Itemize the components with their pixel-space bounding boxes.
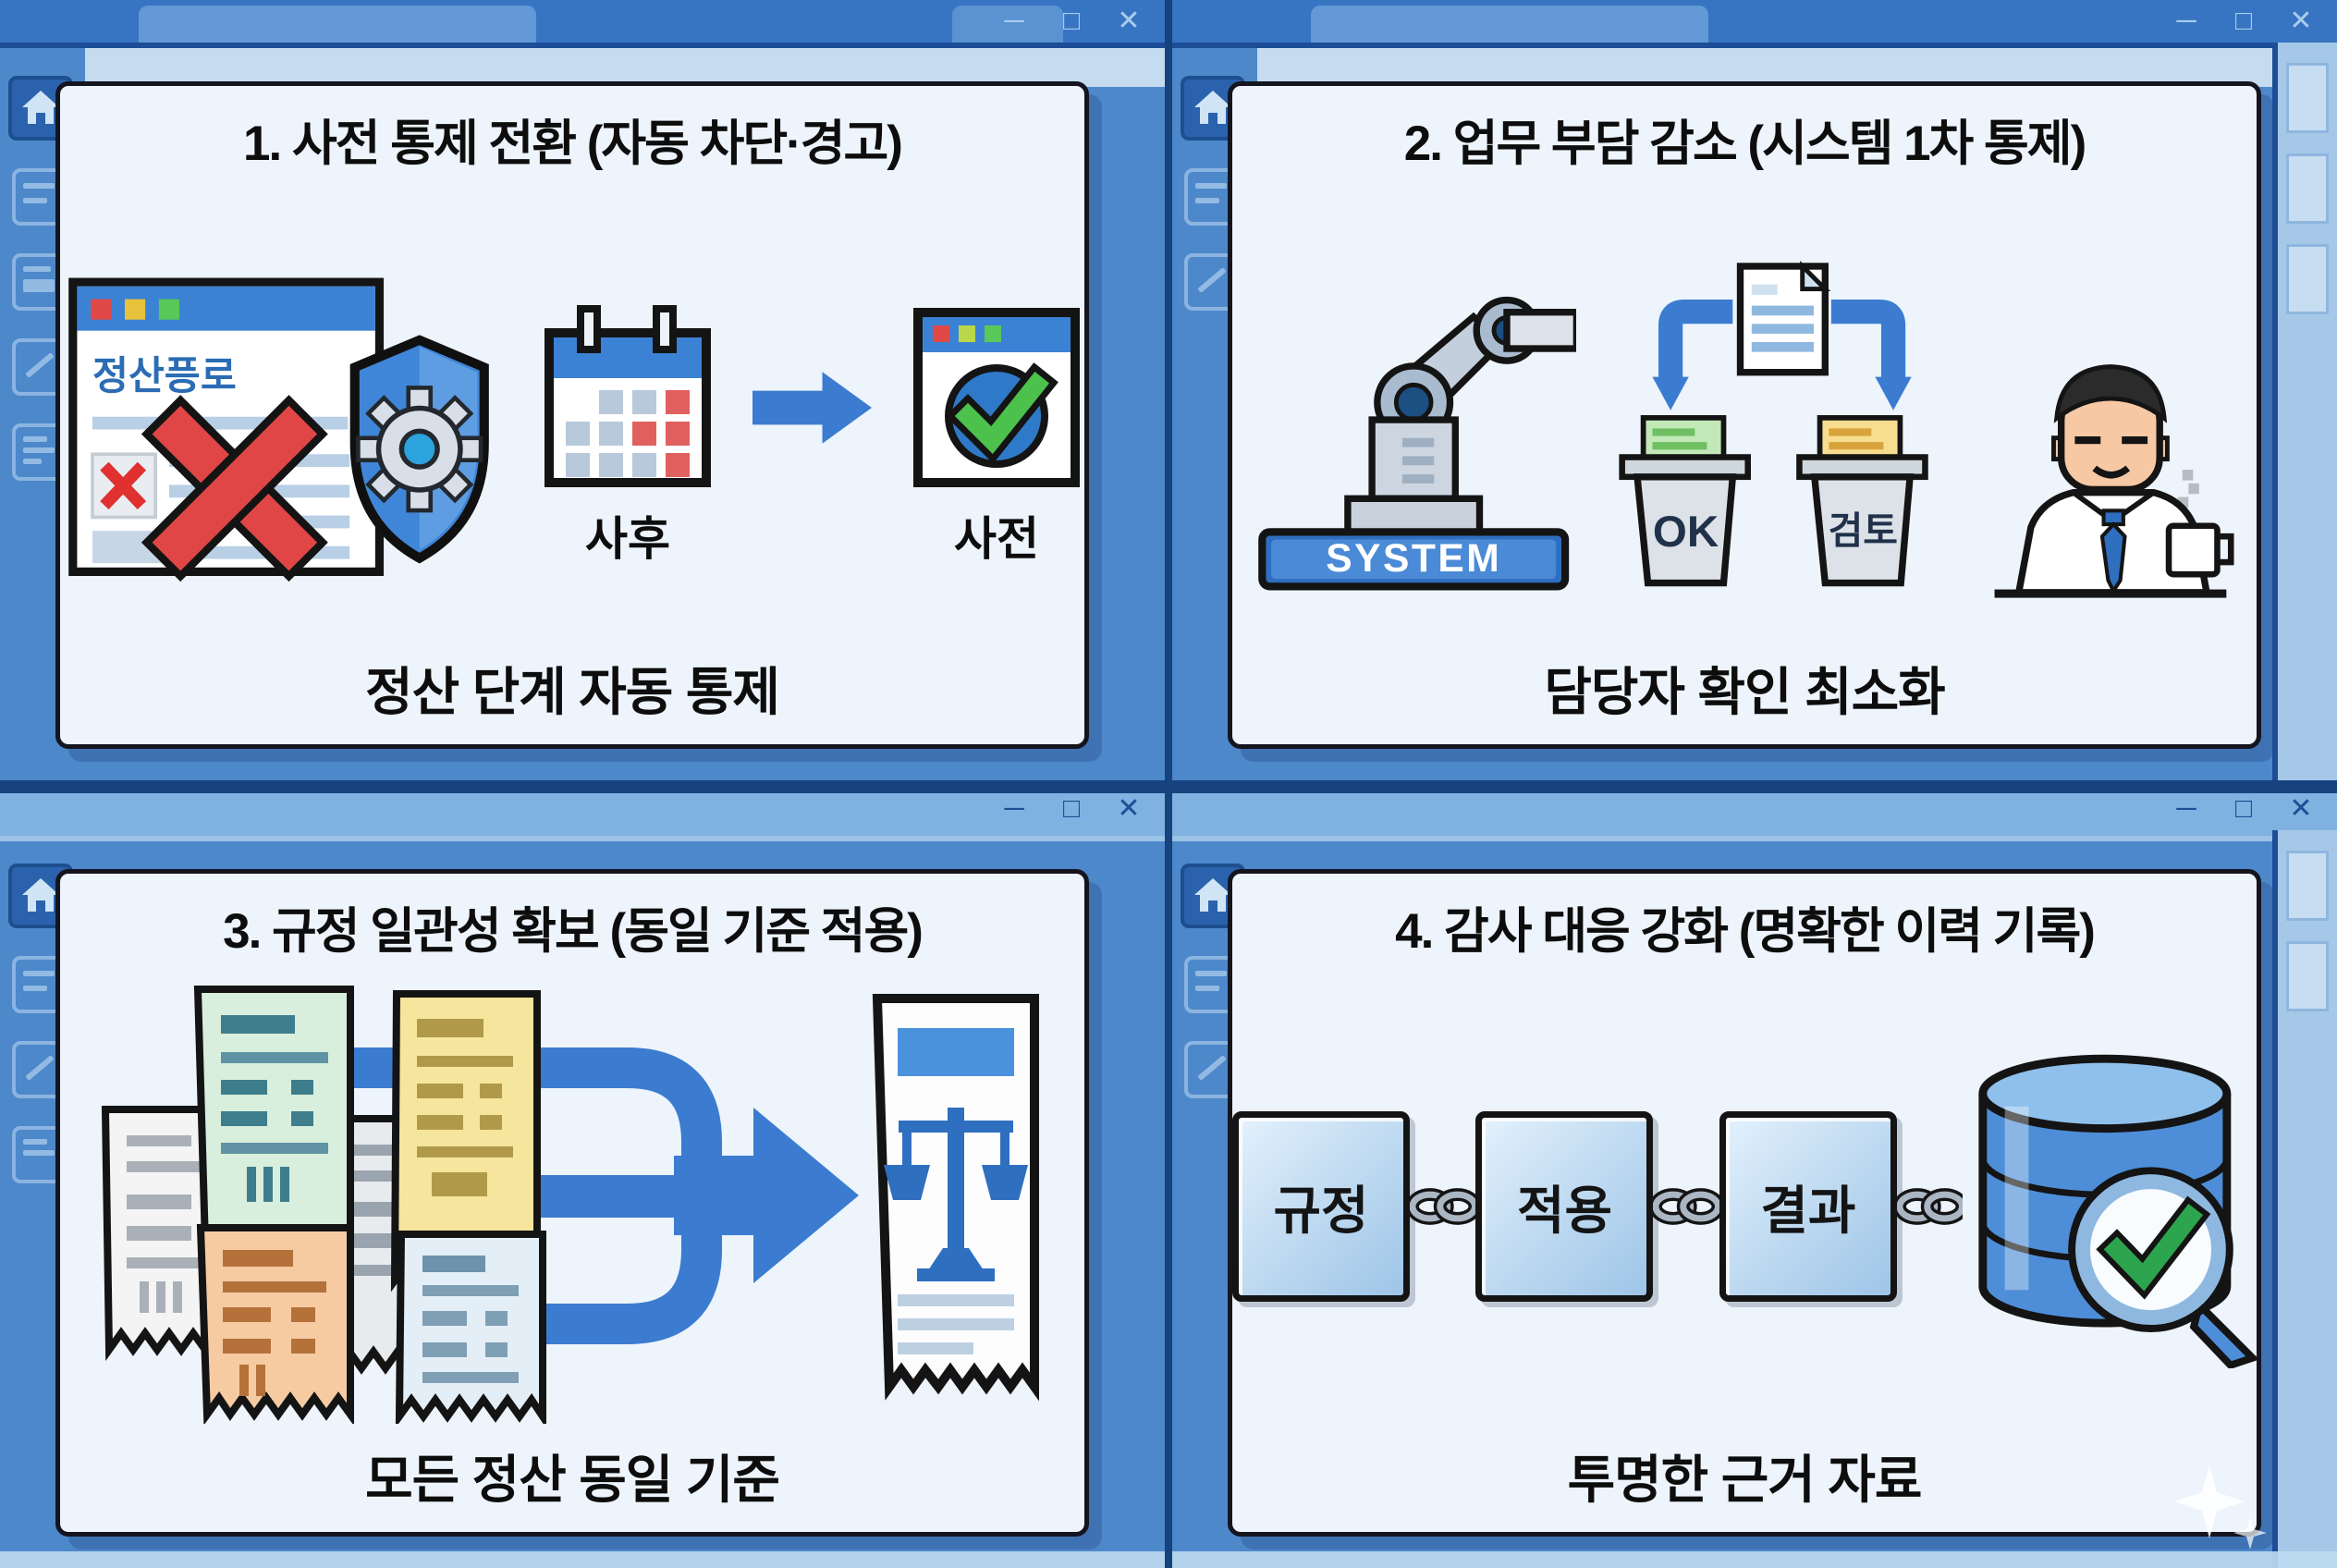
- svg-text:OK: OK: [1653, 508, 1719, 557]
- approved-window-icon: [913, 307, 1080, 487]
- card-3-title: 3. 규정 일관성 확보 (동일 기준 적용): [223, 904, 924, 959]
- receipt-orange-icon: [196, 1224, 354, 1424]
- titlebar: [1172, 788, 2337, 841]
- card-1: 1. 사전 통제 전환 (자동 차단·경고) 정산픙로: [55, 81, 1089, 749]
- chain-link-icon: [1653, 1188, 1719, 1225]
- window-controls: ─ □ ✕: [2169, 5, 2319, 38]
- chain-box-apply: 적용: [1475, 1111, 1654, 1302]
- taskbar-strip: [0, 1551, 1165, 1568]
- chain-link-icon: [1410, 1188, 1476, 1225]
- after-label: 사전: [954, 512, 1039, 565]
- card-2-caption: 담당자 확인 최소화: [1544, 663, 1945, 721]
- relaxed-worker-icon: [1994, 364, 2234, 598]
- window-controls: ─ □ ✕: [997, 5, 1146, 38]
- svg-text:SYSTEM: SYSTEM: [1326, 536, 1501, 581]
- svg-text:검토: 검토: [1829, 509, 1898, 552]
- close-button[interactable]: ✕: [1117, 6, 1141, 36]
- chain-link-icon: [1896, 1188, 1964, 1225]
- home-icon[interactable]: [8, 864, 73, 928]
- svg-text:정산픙로: 정산픙로: [92, 354, 237, 398]
- blocked-settlement-window-icon: 정산픙로: [68, 277, 489, 582]
- minimize-button[interactable]: ─: [2176, 793, 2196, 824]
- arrow-right-icon: [752, 372, 872, 444]
- robot-arm-icon: SYSTEM: [1258, 296, 1577, 591]
- chain-box-result: 결과: [1719, 1111, 1897, 1302]
- chain-box-rule: 규정: [1232, 1111, 1410, 1302]
- card-2-title: 2. 업무 부담 감소 (시스템 1차 통제): [1403, 116, 2086, 171]
- maximize-button[interactable]: □: [1062, 6, 1081, 36]
- close-button[interactable]: ✕: [2289, 793, 2313, 824]
- window-tab: [139, 6, 536, 43]
- card-3: 3. 규정 일관성 확보 (동일 기준 적용): [55, 869, 1089, 1537]
- window-panel-2: ─ □ ✕ 2. 업무 부담 감소 (시스템 1차 통제): [1172, 0, 2337, 780]
- titlebar: [1172, 0, 2337, 48]
- scrollbar[interactable]: [2272, 830, 2337, 1568]
- titlebar: [0, 0, 1165, 48]
- scrollbar[interactable]: [2272, 43, 2337, 780]
- maximize-button[interactable]: □: [2234, 6, 2253, 36]
- card-4-title: 4. 감사 대응 강화 (명확한 이력 기록): [1395, 904, 2096, 959]
- sidebar: [0, 836, 81, 1568]
- window-tab: [1311, 6, 1708, 43]
- titlebar: [0, 788, 1165, 841]
- card-2: 2. 업무 부담 감소 (시스템 1차 통제) SYSTEM: [1228, 81, 2261, 749]
- card-4-caption: 투명한 근거 자료: [1567, 1451, 1923, 1509]
- calendar-icon: [544, 304, 712, 487]
- receipts-merge-icon: [101, 986, 1039, 1424]
- minimize-button[interactable]: ─: [1004, 793, 1024, 824]
- balance-scale-icon: [884, 1108, 1028, 1281]
- close-button[interactable]: ✕: [1117, 793, 1141, 824]
- minimize-button[interactable]: ─: [1004, 6, 1024, 36]
- card-3-caption: 모든 정산 동일 기준: [365, 1451, 780, 1509]
- window-tab: [952, 6, 1063, 43]
- window-panel-3: ─ □ ✕ 3. 규정 일관성 확보 (동일 기준 적용): [0, 788, 1165, 1568]
- window-controls: ─ □ ✕: [997, 792, 1146, 826]
- card-4: 4. 감사 대응 강화 (명확한 이력 기록) 규정 적용 결과: [1228, 869, 2261, 1537]
- card-1-title: 1. 사전 통제 전환 (자동 차단·경고): [243, 116, 903, 171]
- window-controls: ─ □ ✕: [2169, 792, 2319, 826]
- magnifier-check-icon: [2068, 1167, 2257, 1368]
- red-x-icon: [141, 395, 328, 582]
- standard-rule-document-icon: [872, 994, 1039, 1402]
- maximize-button[interactable]: □: [2234, 793, 2253, 824]
- maximize-button[interactable]: □: [1062, 793, 1081, 824]
- receipt-yellow-icon: [390, 990, 541, 1293]
- toolbar-strip: [1257, 48, 2337, 87]
- document-routing-icon: OK 검토: [1619, 261, 1929, 587]
- window-panel-1: ─ □ ✕ 1. 사전 통제 전환 (자동 차단·경고) 정산픙로: [0, 0, 1165, 780]
- window-panel-4: ─ □ ✕ 4. 감사 대응 강화 (명확한 이력 기록) 규정 적용: [1172, 788, 2337, 1568]
- sparkle-icon: [2171, 1463, 2272, 1560]
- card-1-caption: 정산 단계 자동 통제: [365, 663, 780, 721]
- minimize-button[interactable]: ─: [2176, 6, 2196, 36]
- close-button[interactable]: ✕: [2289, 6, 2313, 36]
- taskbar-strip: [1172, 1551, 2337, 1568]
- database-audit-icon: [1978, 1054, 2257, 1368]
- shield-gear-icon: [349, 335, 489, 564]
- before-label: 사후: [585, 512, 671, 565]
- receipt-blue-icon: [395, 1231, 546, 1424]
- toolbar-strip: [85, 48, 1165, 87]
